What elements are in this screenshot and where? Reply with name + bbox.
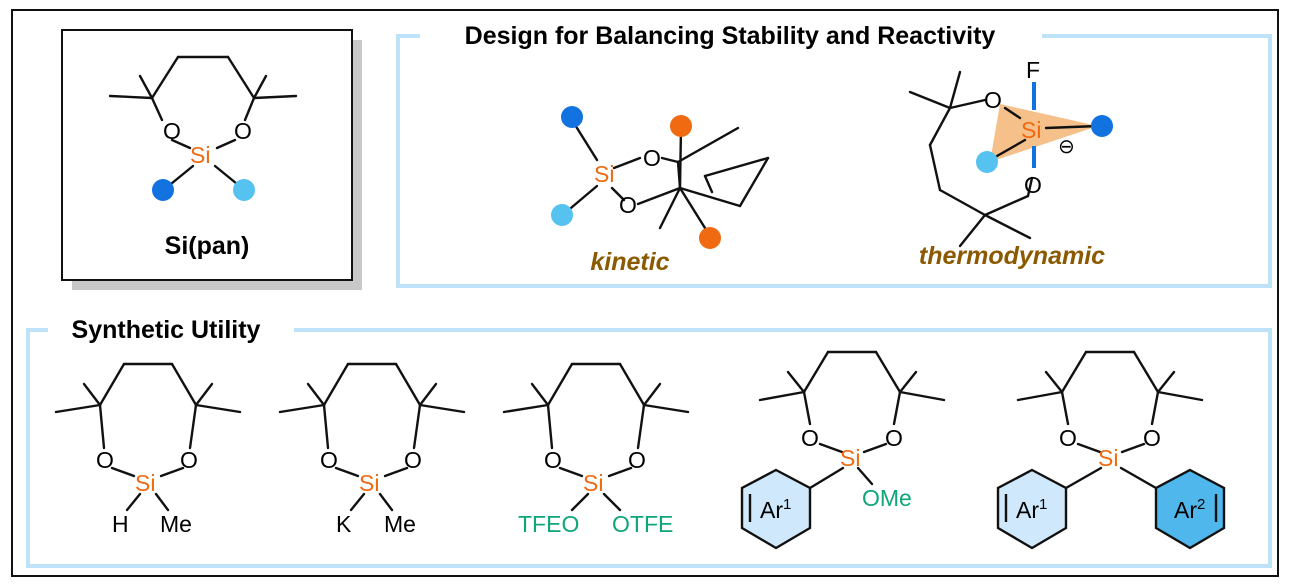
- box-frame: [61, 29, 353, 281]
- kinetic-si: Si: [594, 161, 614, 187]
- thermo-o-top: O: [984, 87, 1002, 113]
- compound-5-o-left: O: [1059, 425, 1077, 451]
- compound-2: O O Si K Me: [278, 362, 466, 537]
- design-panel-border: [396, 34, 1272, 288]
- compound-1-left-sub: H: [112, 511, 129, 537]
- orange-dot: [670, 115, 692, 137]
- compound-3-right-sub: OTFE: [612, 511, 673, 537]
- orange-dot: [699, 227, 721, 249]
- aryl-ring-1: [996, 468, 1068, 550]
- thermodynamic-label: thermodynamic: [919, 242, 1105, 270]
- utility-panel-border: [26, 328, 1272, 568]
- sipan-si: Si: [190, 142, 210, 168]
- compound-3-left-sub: TFEO: [518, 511, 579, 537]
- dark-blue-dot: [1091, 115, 1113, 137]
- compound-2-left-sub: K: [336, 511, 352, 537]
- compound-2-si: Si: [359, 470, 379, 496]
- compound-5: O O Si Ar1 Ar2: [996, 350, 1226, 550]
- light-blue-dot: [976, 151, 998, 173]
- thermo-si: Si: [1021, 117, 1041, 143]
- sipan-box: O O Si Si(pan): [61, 29, 362, 290]
- compound-4-right-sub: OMe: [862, 485, 912, 511]
- compound-4: O O Si Ar1 OMe: [740, 350, 946, 550]
- thermo-f: F: [1026, 57, 1040, 83]
- compound-2-o-left: O: [320, 447, 338, 473]
- compound-5-o-right: O: [1143, 425, 1161, 451]
- compound-4-o-right: O: [885, 425, 903, 451]
- thermo-o-bottom: O: [1024, 172, 1042, 198]
- kinetic-structure: Si O O kinetic: [551, 106, 770, 276]
- sipan-label: Si(pan): [165, 232, 250, 260]
- aryl-ring-2: [1154, 468, 1226, 550]
- compound-5-aryl-2: Ar2: [1174, 496, 1205, 523]
- thermodynamic-structure: F O Si ⊖ O thermodynamic: [908, 57, 1113, 270]
- compound-2-right-sub: Me: [384, 511, 416, 537]
- thermo-charge: ⊖: [1058, 134, 1075, 158]
- compound-4-aryl: Ar1: [760, 496, 791, 523]
- compound-1-o-left: O: [96, 447, 114, 473]
- kinetic-o-bottom: O: [619, 192, 637, 218]
- dark-blue-dot: [152, 179, 174, 201]
- dark-blue-dot: [561, 106, 583, 128]
- utility-panel-title: Synthetic Utility: [72, 316, 261, 344]
- kinetic-label: kinetic: [590, 248, 669, 276]
- compound-3-o-right: O: [628, 447, 646, 473]
- light-blue-dot: [551, 204, 573, 226]
- compound-3-si: Si: [583, 470, 603, 496]
- compound-1-right-sub: Me: [160, 511, 192, 537]
- compound-1-si: Si: [135, 470, 155, 496]
- compound-1-o-right: O: [180, 447, 198, 473]
- wedge-highlight: [990, 104, 1098, 162]
- outer-frame: [11, 9, 1279, 577]
- design-panel-title: Design for Balancing Stability and React…: [465, 22, 996, 50]
- kinetic-o-top: O: [643, 145, 661, 171]
- compound-5-aryl-1: Ar1: [1016, 496, 1047, 523]
- compound-3-o-left: O: [544, 447, 562, 473]
- design-panel: Design for Balancing Stability and React…: [396, 22, 1272, 288]
- light-blue-dot: [233, 179, 255, 201]
- aryl-ring-1: [740, 468, 812, 550]
- sipan-o-right: O: [234, 118, 252, 144]
- compound-2-o-right: O: [404, 447, 422, 473]
- compound-4-si: Si: [840, 445, 860, 471]
- sipan-ring-bonds: [108, 55, 298, 190]
- sipan-o-left: O: [163, 118, 181, 144]
- compound-3: O O Si TFEO OTFE: [502, 362, 690, 537]
- compound-4-o-left: O: [801, 425, 819, 451]
- compound-5-si: Si: [1098, 445, 1118, 471]
- compound-1: O O Si H Me: [54, 362, 242, 537]
- utility-panel: Synthetic Utility O O Si H M: [26, 316, 1272, 568]
